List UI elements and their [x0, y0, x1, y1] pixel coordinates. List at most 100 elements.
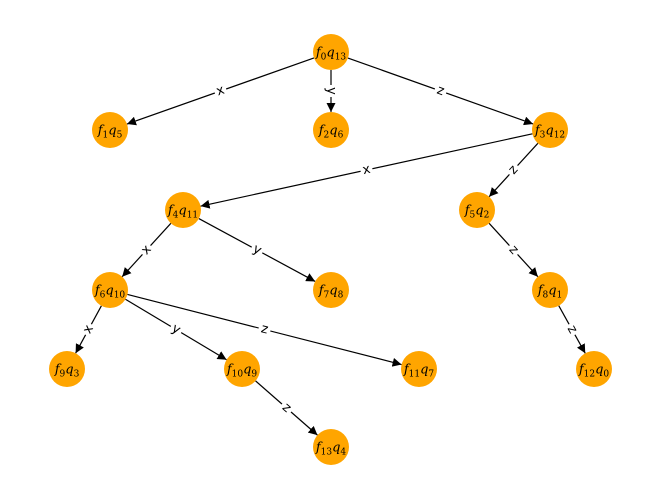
edge-label-group: x	[358, 160, 375, 180]
edge-label: z	[259, 321, 269, 337]
edge-n8-n12: z	[558, 305, 586, 354]
node-circle	[532, 272, 568, 308]
node-q-index: 7	[428, 370, 434, 380]
edge-label-group: y	[323, 85, 339, 97]
node-q-index: 6	[338, 131, 344, 141]
node-q-index: 10	[114, 291, 126, 301]
node-f-index: 2	[324, 131, 330, 141]
node-label: f3q12	[534, 124, 565, 141]
edge-n6-n10: y	[125, 298, 227, 361]
node-circle	[313, 112, 349, 148]
state-node: f2q6	[313, 112, 349, 148]
node-f-index: 1	[103, 131, 109, 141]
state-node: f4q11	[165, 192, 201, 228]
node-circle	[313, 429, 349, 465]
node-circle	[459, 192, 495, 228]
node-q-index: 5	[117, 131, 123, 141]
state-node: f11q7	[401, 351, 437, 387]
state-node: f12q0	[576, 351, 612, 387]
edges-layer: x y z x z x y z x y z z z	[75, 57, 586, 436]
edge-label-group: x	[212, 81, 229, 101]
node-label: f12q0	[578, 363, 610, 380]
node-label: f10q9	[226, 363, 258, 380]
node-label: f11q7	[403, 363, 435, 380]
node-label: f5q2	[464, 204, 490, 221]
edge-label-group: x	[78, 320, 99, 339]
node-q-index: 12	[554, 131, 565, 141]
node-f-index: 8	[543, 291, 549, 301]
edge-n0-n2: y	[323, 70, 339, 112]
node-q-index: 4	[340, 448, 346, 458]
edge-label-group: z	[503, 160, 524, 180]
node-circle	[92, 272, 128, 308]
state-node: f5q2	[459, 192, 495, 228]
edge-label-group: y	[166, 319, 186, 340]
state-node: f13q4	[313, 429, 349, 465]
node-q-index: 0	[603, 370, 609, 380]
node-f-index: 11	[409, 370, 420, 380]
edge-n0-n3: z	[347, 57, 534, 126]
state-node: f9q3	[49, 351, 85, 387]
node-circle	[165, 192, 201, 228]
edge-label: y	[324, 87, 339, 95]
node-circle	[576, 351, 612, 387]
node-f-index: 6	[100, 291, 106, 301]
node-f-index: 9	[60, 370, 66, 380]
edge-label-group: z	[503, 240, 524, 260]
edge-label-group: z	[432, 81, 449, 101]
node-label: f13q4	[315, 441, 347, 458]
edge-n4-n6: x	[121, 222, 172, 278]
node-label: f1q5	[97, 124, 123, 141]
node-q-index: 9	[251, 370, 257, 380]
node-f-index: 13	[321, 448, 333, 458]
edge-n0-n1: x	[126, 57, 315, 126]
edge-label-group: z	[562, 320, 582, 339]
edge-n6-n9: x	[75, 305, 102, 354]
state-node: f0q13	[313, 34, 349, 70]
edge-n5-n8: z	[488, 222, 539, 278]
node-q-index: 11	[187, 211, 198, 221]
node-label: f6q10	[94, 284, 126, 301]
node-label: f7q8	[318, 284, 344, 301]
state-node: f7q8	[313, 272, 349, 308]
node-circle	[92, 112, 128, 148]
edge-n4-n7: y	[198, 218, 316, 282]
node-q-index: 8	[338, 291, 344, 301]
node-f-index: 12	[584, 370, 595, 380]
node-label: f9q3	[54, 363, 80, 380]
edge-n10-n13: z	[255, 380, 318, 436]
edge-label: z	[435, 83, 447, 99]
edge-label-group: z	[256, 320, 273, 339]
node-circle	[532, 112, 568, 148]
node-circle	[401, 351, 437, 387]
state-node: f3q12	[532, 112, 568, 148]
node-label: f0q13	[315, 46, 347, 63]
edge-label: x	[361, 162, 372, 178]
node-f-index: 10	[232, 370, 244, 380]
node-label: f2q6	[318, 124, 344, 141]
edge-n3-n5: z	[488, 142, 539, 198]
node-circle	[49, 351, 85, 387]
node-circle	[224, 351, 260, 387]
edge-label-group: y	[247, 240, 267, 260]
node-label: f8q1	[537, 284, 563, 301]
node-f-index: 4	[173, 211, 179, 221]
node-f-index: 5	[470, 211, 476, 221]
node-q-index: 3	[74, 370, 80, 380]
node-circle	[313, 272, 349, 308]
node-label: f4q11	[167, 204, 198, 221]
node-circle	[313, 34, 349, 70]
node-f-index: 0	[321, 53, 327, 63]
node-q-index: 2	[484, 211, 490, 221]
node-f-index: 3	[540, 131, 546, 141]
edge-label-group: z	[276, 398, 297, 418]
edge-n3-n4: x	[200, 133, 533, 209]
state-node: f10q9	[224, 351, 260, 387]
edge-n6-n11: z	[127, 293, 402, 367]
node-q-index: 1	[557, 291, 563, 301]
state-node: f8q1	[532, 272, 568, 308]
nodes-layer: f0q13 f1q5 f2q6 f3q12 f4q11 f5q2 f6q10 f7q8 f8q1…	[49, 34, 612, 465]
node-q-index: 13	[335, 53, 347, 63]
node-f-index: 7	[324, 291, 330, 301]
